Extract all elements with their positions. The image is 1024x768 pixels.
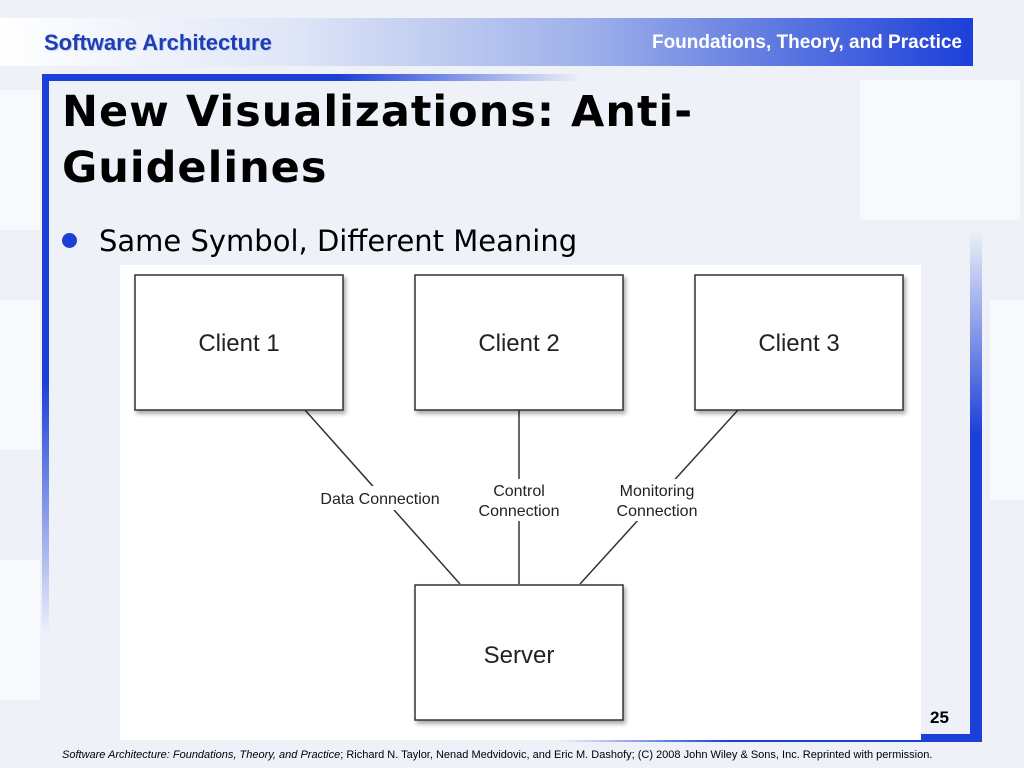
frame-line-top [42, 74, 582, 81]
background-tile [860, 80, 1020, 220]
slide-title: New Visualizations: Anti-Guidelines [62, 87, 694, 193]
frame-line-left [42, 74, 49, 634]
data-connection-label: Data Connection [320, 491, 439, 508]
client-3-label: Client 3 [758, 330, 839, 357]
bullet-dot-icon [62, 232, 77, 248]
bullet-item: Same Symbol, Different Meaning [62, 224, 577, 258]
monitoring-connection-label-line1: Monitoring [620, 483, 695, 500]
slide-number: 25 [930, 708, 949, 727]
header-band [0, 18, 973, 66]
bullet-text: Same Symbol, Different Meaning [99, 224, 578, 258]
control-connection-label-line2: Connection [479, 503, 560, 520]
diagram-panel: Client 1 Client 2 Client 3 Server Data C… [120, 265, 921, 740]
footer-citation-rest: ; Richard N. Taylor, Nenad Medvidovic, a… [340, 749, 933, 761]
background-tile [990, 300, 1024, 500]
client-3-box [694, 274, 904, 411]
frame-line-right [970, 230, 982, 742]
server-box [414, 584, 624, 721]
label-bg [312, 486, 448, 510]
header-course-title: Software Architecture [44, 30, 272, 55]
header-book-subtitle: Foundations, Theory, and Practice [651, 32, 962, 53]
label-bg [472, 479, 566, 521]
background-tile [0, 560, 40, 700]
client-1-label: Client 1 [198, 330, 279, 357]
server-label: Server [484, 642, 555, 669]
client-2-label: Client 2 [478, 330, 559, 357]
footer-citation-title: Software Architecture: Foundations, Theo… [62, 749, 341, 761]
footer-citation: Software Architecture: Foundations, Theo… [62, 749, 932, 761]
client-server-diagram: Client 1 Client 2 Client 3 Server Data C… [134, 274, 904, 721]
background-tile [0, 90, 40, 230]
monitoring-connection-label-line2: Connection [617, 503, 698, 520]
client-2-box [414, 274, 624, 411]
label-bg [610, 479, 704, 521]
control-connection-label-line1: Control [493, 483, 545, 500]
client-1-box [134, 274, 344, 411]
background-tile [0, 300, 40, 450]
